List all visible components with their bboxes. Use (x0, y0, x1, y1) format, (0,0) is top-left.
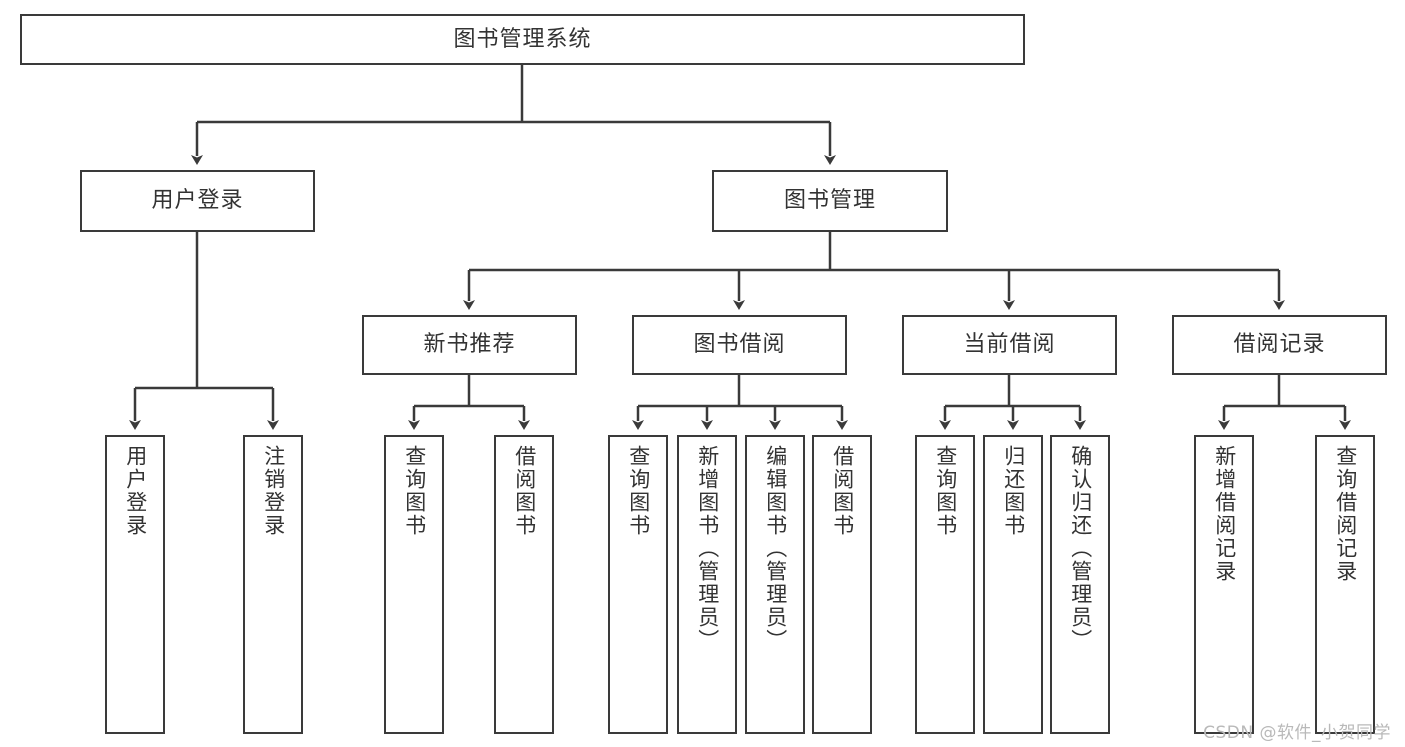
node-borrowing-records[interactable]: 借阅记录 (1172, 315, 1387, 375)
node-new-book-recommendation[interactable]: 新书推荐 (362, 315, 577, 375)
node-label: 查询图书 (626, 445, 651, 537)
node-label: 注销登录 (261, 445, 286, 537)
node-leaf-borrowrecord-query-record[interactable]: 查询借阅记录 (1315, 435, 1375, 734)
node-user-login[interactable]: 用户登录 (80, 170, 315, 232)
node-leaf-currentborrow-query-book[interactable]: 查询图书 (915, 435, 975, 734)
node-label: 图书管理系统 (453, 26, 592, 52)
node-leaf-newbook-borrow-book[interactable]: 借阅图书 (494, 435, 554, 734)
node-label: 借阅图书 (830, 445, 855, 537)
node-label: 归还图书 (1001, 445, 1026, 537)
node-label: 编辑图书（管理员） (763, 445, 788, 652)
node-label: 用户登录 (123, 445, 148, 537)
node-book-borrowing[interactable]: 图书借阅 (632, 315, 847, 375)
node-leaf-borrowrecord-add-record[interactable]: 新增借阅记录 (1194, 435, 1254, 734)
node-label: 图书管理 (783, 188, 876, 214)
node-label: 借阅图书 (512, 445, 537, 537)
node-root-book-management-system[interactable]: 图书管理系统 (20, 14, 1025, 65)
node-leaf-user-login-signout[interactable]: 注销登录 (243, 435, 303, 734)
node-leaf-user-login-signin[interactable]: 用户登录 (105, 435, 165, 734)
node-label: 新增图书（管理员） (695, 445, 720, 652)
node-label: 新增借阅记录 (1212, 445, 1237, 583)
node-leaf-bookborrow-edit-book-admin[interactable]: 编辑图书（管理员） (745, 435, 805, 734)
node-label: 查询图书 (402, 445, 427, 537)
node-label: 图书借阅 (693, 332, 786, 358)
node-book-management[interactable]: 图书管理 (712, 170, 948, 232)
node-leaf-currentborrow-return-book[interactable]: 归还图书 (983, 435, 1043, 734)
node-label: 用户登录 (151, 188, 244, 214)
node-current-borrowing[interactable]: 当前借阅 (902, 315, 1117, 375)
node-label: 确认归还（管理员） (1068, 445, 1093, 652)
node-label: 新书推荐 (423, 332, 516, 358)
node-label: 查询借阅记录 (1333, 445, 1358, 583)
node-label: 当前借阅 (963, 332, 1056, 358)
node-label: 借阅记录 (1233, 332, 1326, 358)
node-leaf-newbook-query-book[interactable]: 查询图书 (384, 435, 444, 734)
node-leaf-currentborrow-confirm-return-admin[interactable]: 确认归还（管理员） (1050, 435, 1110, 734)
node-label: 查询图书 (933, 445, 958, 537)
node-leaf-bookborrow-add-book-admin[interactable]: 新增图书（管理员） (677, 435, 737, 734)
node-leaf-bookborrow-borrow-book[interactable]: 借阅图书 (812, 435, 872, 734)
csdn-watermark: CSDN @软件_小贺同学 (1203, 723, 1391, 743)
node-leaf-bookborrow-query-book[interactable]: 查询图书 (608, 435, 668, 734)
